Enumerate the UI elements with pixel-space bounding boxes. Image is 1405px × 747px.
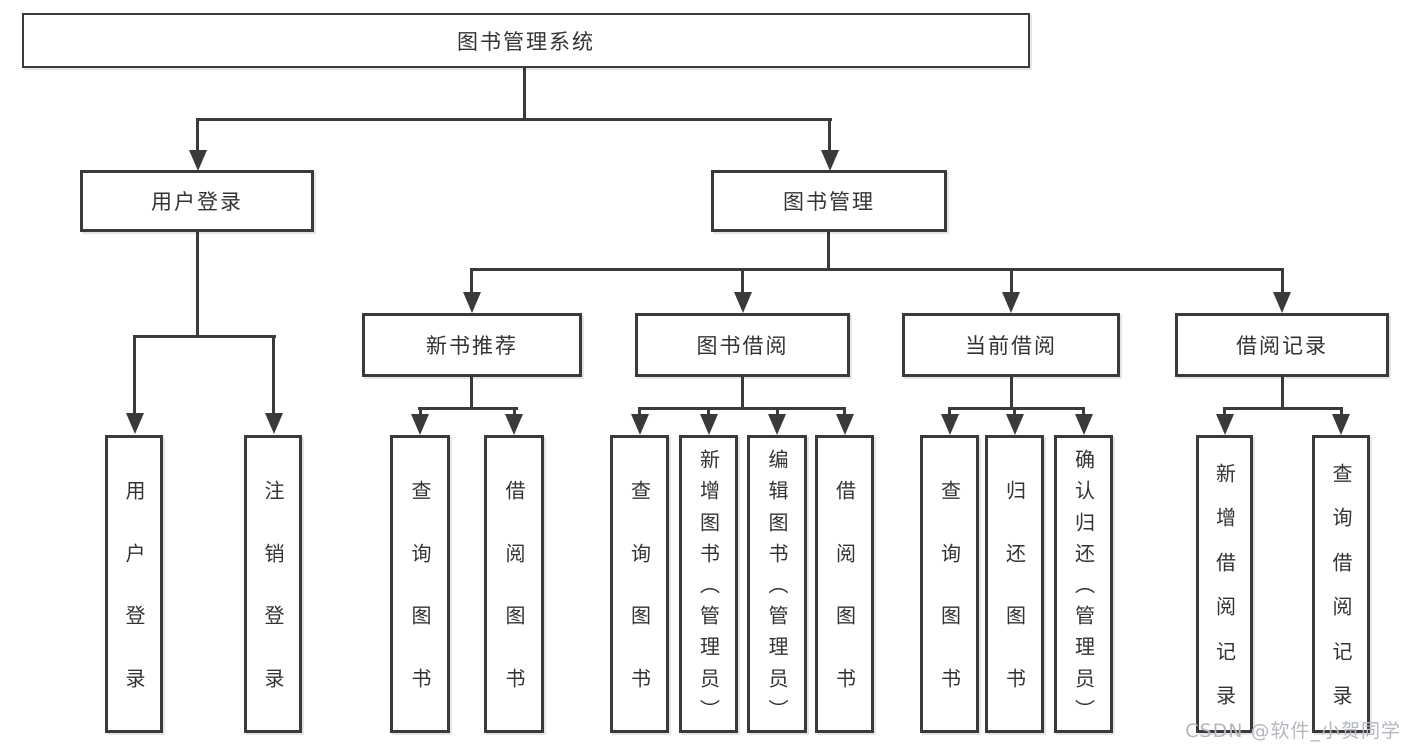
- connector-line: [470, 375, 473, 410]
- node-label: 新书推荐: [426, 334, 518, 358]
- connector-line: [1013, 407, 1016, 416]
- connector-line: [1082, 407, 1085, 416]
- connector-line: [133, 335, 276, 338]
- connector-line: [638, 407, 641, 416]
- arrow-down-icon: [734, 292, 752, 313]
- arrow-down-icon: [1006, 414, 1024, 435]
- arrow-down-icon: [265, 413, 283, 434]
- arrow-down-icon: [1332, 414, 1350, 435]
- connector-line: [196, 118, 199, 152]
- node-label: 借阅记录: [1236, 334, 1328, 358]
- node-leaf-query-book-current: 查询图书: [920, 435, 979, 733]
- arrow-down-icon: [836, 414, 854, 435]
- connector-line: [741, 375, 744, 410]
- node-leaf-return-book: 归还图书: [985, 435, 1044, 733]
- node-leaf-confirm-return-admin: 确认归还（管理员）: [1054, 435, 1113, 733]
- connector-line: [133, 335, 136, 415]
- connector-line: [272, 335, 275, 415]
- connector-line: [419, 407, 422, 416]
- connector-line: [707, 407, 710, 416]
- arrow-down-icon: [1075, 414, 1093, 435]
- node-book-borrowing: 图书借阅: [635, 313, 850, 377]
- connector-line: [948, 407, 951, 416]
- connector-line: [1223, 407, 1343, 410]
- arrow-down-icon: [1002, 292, 1020, 313]
- node-label: 用户登录: [122, 480, 146, 688]
- node-label: 查询借阅记录: [1329, 462, 1353, 706]
- connector-line: [196, 230, 199, 337]
- node-label: 编辑图书（管理员）: [765, 449, 789, 719]
- node-new-book-recommend: 新书推荐: [362, 313, 582, 377]
- arrow-down-icon: [463, 292, 481, 313]
- connector-line: [470, 268, 473, 294]
- connector-line: [828, 118, 831, 152]
- node-leaf-borrow-book-recommend: 借阅图书: [484, 435, 544, 733]
- node-leaf-user-login: 用户登录: [105, 435, 163, 733]
- node-leaf-add-borrow-record: 新增借阅记录: [1196, 435, 1253, 733]
- connector-line: [948, 407, 1085, 410]
- arrow-down-icon: [505, 414, 523, 435]
- node-label: 查询图书: [408, 480, 432, 688]
- arrow-down-icon: [768, 414, 786, 435]
- arrow-down-icon: [821, 150, 839, 171]
- arrow-down-icon: [700, 414, 718, 435]
- node-label: 用户登录: [151, 190, 243, 214]
- arrow-down-icon: [1216, 414, 1234, 435]
- node-leaf-borrow-book: 借阅图书: [815, 435, 874, 733]
- connector-line: [776, 407, 779, 416]
- connector-line: [843, 407, 846, 416]
- node-user-login: 用户登录: [80, 170, 314, 232]
- arrow-down-icon: [1273, 292, 1291, 313]
- node-label: 归还图书: [1002, 480, 1027, 688]
- connector-line: [513, 407, 516, 416]
- node-leaf-edit-book-admin: 编辑图书（管理员）: [747, 435, 807, 733]
- arrow-down-icon: [411, 414, 429, 435]
- connector-line: [523, 68, 526, 120]
- node-label: 新增图书（管理员）: [696, 449, 721, 719]
- node-leaf-query-borrow-record: 查询借阅记录: [1312, 435, 1370, 733]
- arrow-down-icon: [941, 414, 959, 435]
- node-label: 确认归还（管理员）: [1071, 449, 1096, 719]
- node-leaf-logout: 注销登录: [244, 435, 302, 733]
- node-borrow-records: 借阅记录: [1175, 313, 1389, 377]
- node-label: 当前借阅: [965, 334, 1057, 358]
- connector-line: [196, 118, 832, 121]
- arrow-down-icon: [126, 413, 144, 434]
- connector-line: [1223, 407, 1226, 416]
- connector-line: [1340, 407, 1343, 416]
- node-leaf-query-book-recommend: 查询图书: [390, 435, 450, 733]
- node-book-management: 图书管理: [711, 170, 947, 232]
- node-current-borrowing: 当前借阅: [902, 313, 1120, 377]
- connector-line: [1010, 375, 1013, 410]
- connector-line: [1281, 375, 1284, 410]
- connector-line: [638, 407, 846, 410]
- connector-line: [470, 268, 1284, 271]
- node-root: 图书管理系统: [22, 13, 1030, 68]
- connector-line: [418, 407, 518, 410]
- node-label: 新增借阅记录: [1212, 462, 1237, 706]
- connector-line: [827, 230, 830, 271]
- arrow-down-icon: [631, 414, 649, 435]
- node-leaf-add-book-admin: 新增图书（管理员）: [679, 435, 738, 733]
- node-label: 注销登录: [261, 480, 285, 688]
- connector-line: [741, 268, 744, 294]
- node-label: 图书管理: [783, 190, 875, 214]
- node-label: 借阅图书: [502, 480, 526, 688]
- node-leaf-query-book-borrowing: 查询图书: [610, 435, 669, 733]
- node-label: 借阅图书: [832, 480, 857, 688]
- connector-line: [1010, 268, 1013, 294]
- node-label: 图书借阅: [696, 334, 789, 358]
- node-label: 查询图书: [627, 480, 652, 688]
- watermark: CSDN @软件_小贺同学: [1185, 720, 1401, 742]
- node-label: 图书管理系统: [457, 29, 595, 54]
- node-label: 查询图书: [937, 480, 962, 688]
- arrow-down-icon: [189, 150, 207, 171]
- connector-line: [1281, 268, 1284, 294]
